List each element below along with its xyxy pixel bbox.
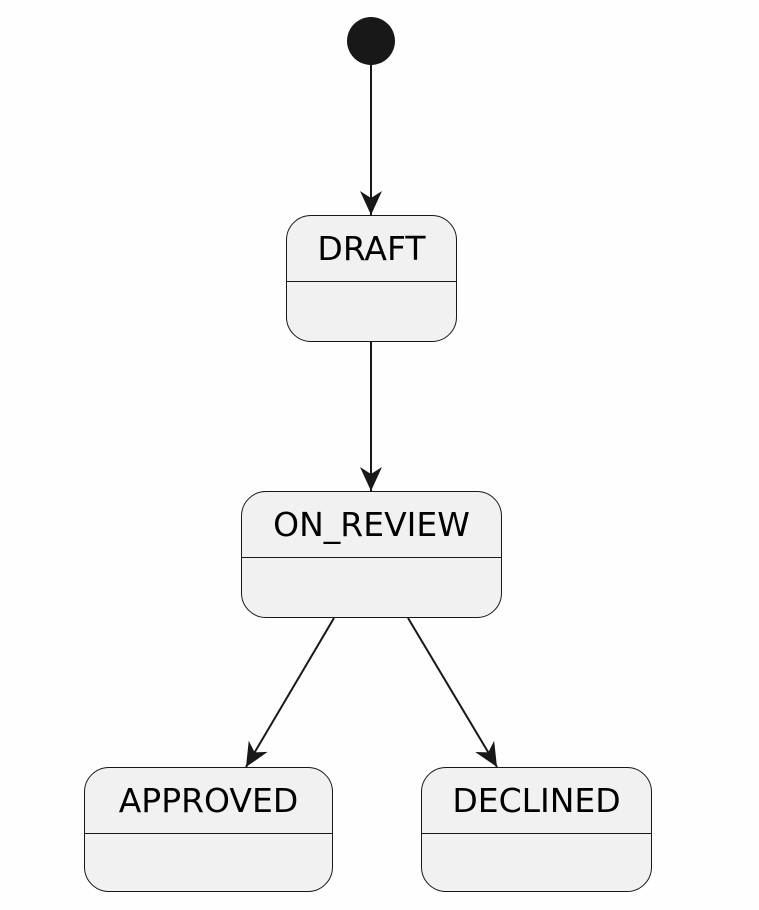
state-on-review: ON_REVIEW [241, 491, 502, 618]
transition-on-review-to-approved [245, 617, 335, 768]
state-approved-body [85, 834, 332, 891]
transition-on-review-to-declined [407, 617, 498, 768]
state-declined: DECLINED [421, 767, 652, 892]
state-approved-label: APPROVED [85, 768, 332, 834]
state-declined-body [422, 834, 651, 891]
state-on-review-body [242, 558, 501, 616]
state-approved: APPROVED [84, 767, 333, 892]
state-draft: DRAFT [286, 215, 457, 342]
state-on-review-label: ON_REVIEW [242, 492, 501, 558]
state-draft-body [287, 282, 456, 340]
state-draft-label: DRAFT [287, 216, 456, 282]
state-declined-label: DECLINED [422, 768, 651, 834]
initial-state-dot [347, 17, 395, 65]
